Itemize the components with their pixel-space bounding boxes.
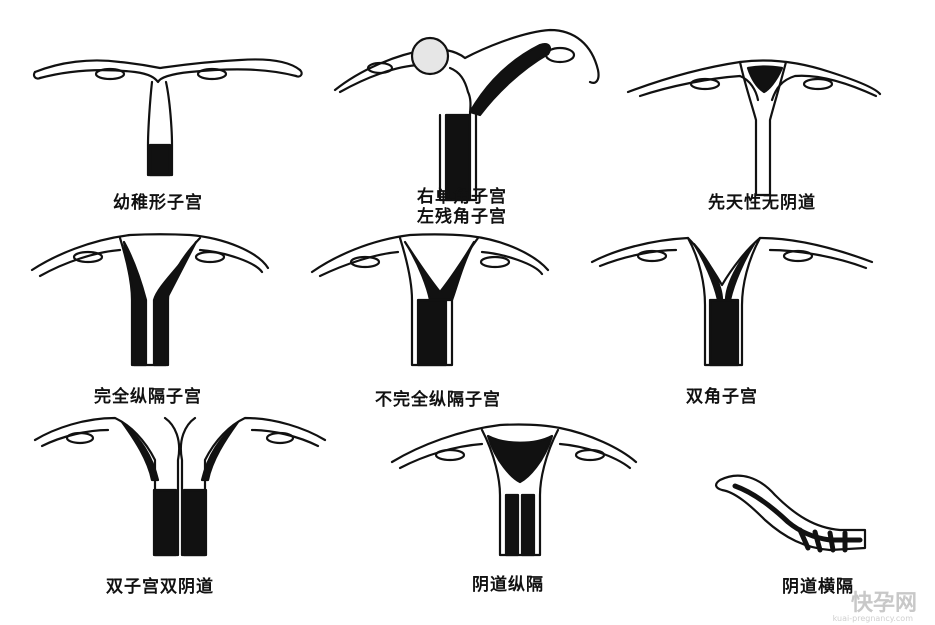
- label-left-rudimentary-horn: 左残角子宫: [417, 207, 507, 227]
- label-infantile-uterus: 幼稚形子宫: [113, 193, 203, 213]
- label-vaginal-agenesis: 先天性无阴道: [708, 193, 816, 213]
- label-uterus-didelphys: 双子宫双阴道: [106, 577, 214, 597]
- vaginal-agenesis-figure: [626, 59, 882, 197]
- label-bicornuate-uterus: 双角子宫: [686, 387, 758, 407]
- label-longitudinal-vaginal-septum: 阴道纵隔: [472, 575, 544, 595]
- uterus-didelphys-figure: [33, 416, 327, 557]
- watermark-logo: 快孕网: [850, 591, 917, 616]
- incomplete-septate-uterus-figure: [310, 233, 550, 367]
- label-right-unicornuate-uterus: 右单角子宫: [417, 187, 507, 207]
- complete-septate-uterus-figure: [30, 233, 270, 367]
- watermark-url: kuai-pregnancy.com: [832, 614, 913, 623]
- bicornuate-uterus-figure: [590, 236, 874, 367]
- label-incomplete-septate-uterus: 不完全纵隔子宫: [375, 390, 501, 410]
- vaginal-septum-longitudinal-figure: [390, 423, 638, 557]
- label-complete-septate-uterus: 完全纵隔子宫: [94, 387, 202, 407]
- unicornuate-uterus-figure: [333, 28, 600, 202]
- label-transverse-vaginal-septum: 阴道横隔: [782, 577, 854, 597]
- transverse-vaginal-septum-figure: [715, 474, 867, 553]
- infantile-uterus-figure: [32, 58, 303, 177]
